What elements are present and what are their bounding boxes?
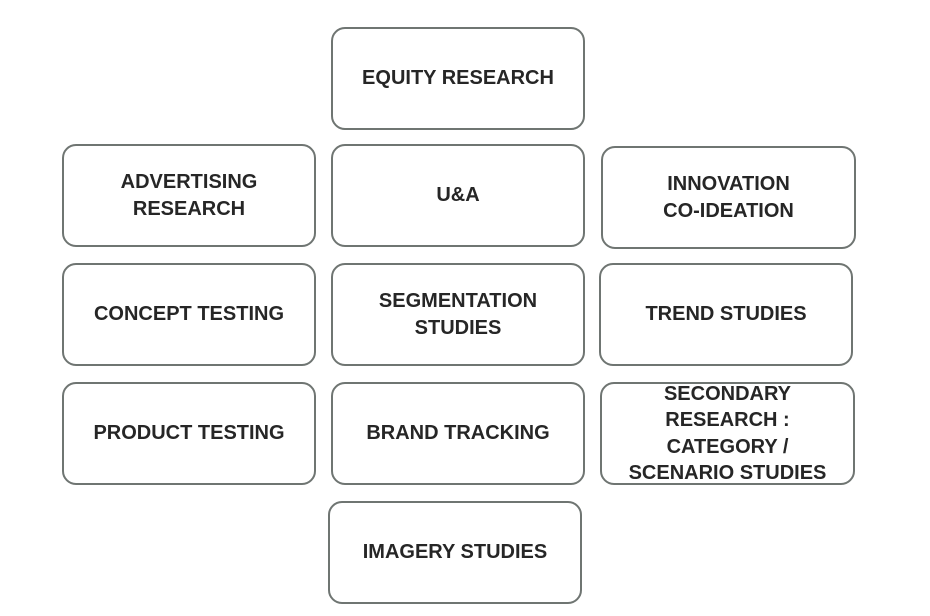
- box-equity-research: EQUITY RESEARCH: [331, 27, 585, 130]
- advertising-research-label: ADVERTISING RESEARCH: [120, 170, 258, 220]
- innovation-co-ideation-label: INNOVATION CO-IDEATION: [663, 172, 794, 222]
- box-segmentation-studies: SEGMENTATION STUDIES: [331, 263, 585, 366]
- secondary-research-label: SECONDARY RESEARCH : CATEGORY / SCENARIO…: [628, 382, 827, 485]
- concept-testing-label: CONCEPT TESTING: [93, 303, 284, 325]
- equity-research-label: EQUITY RESEARCH: [362, 67, 554, 89]
- box-imagery-studies: IMAGERY STUDIES: [328, 501, 582, 604]
- trend-studies-label: TREND STUDIES: [645, 303, 807, 325]
- box-trend-studies: TREND STUDIES: [599, 263, 853, 366]
- box-innovation-co-ideation: INNOVATION CO-IDEATION: [601, 146, 856, 249]
- u-and-a-label: U&A: [436, 184, 480, 206]
- box-brand-tracking: BRAND TRACKING: [331, 382, 585, 485]
- box-concept-testing: CONCEPT TESTING: [62, 263, 316, 366]
- imagery-studies-label: IMAGERY STUDIES: [362, 541, 548, 563]
- brand-tracking-label: BRAND TRACKING: [366, 422, 550, 444]
- box-advertising-research: ADVERTISING RESEARCH: [62, 144, 316, 247]
- box-secondary-research: SECONDARY RESEARCH : CATEGORY / SCENARIO…: [600, 382, 855, 485]
- box-product-testing: PRODUCT TESTING: [62, 382, 316, 485]
- segmentation-studies-label: SEGMENTATION STUDIES: [378, 289, 538, 339]
- product-testing-label: PRODUCT TESTING: [93, 422, 285, 444]
- box-u-and-a: U&A: [331, 144, 585, 247]
